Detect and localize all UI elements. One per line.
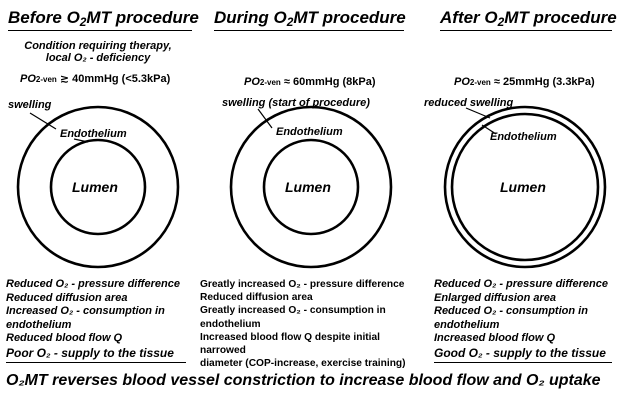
- condition-line-1: Condition requiring therapy,: [24, 40, 172, 52]
- endothelium-label-before: Endothelium: [60, 128, 127, 140]
- pressure-reading-before: PO2-ven ≳ 40mmHg (<5.3kPa): [20, 72, 170, 85]
- title-subscript: 2: [286, 15, 294, 29]
- effect-item: Reduced O₂ - pressure difference: [6, 278, 180, 290]
- pressure-subscript: 2-ven: [469, 78, 491, 87]
- pressure-label: PO: [454, 76, 470, 88]
- lumen-label-during: Lumen: [285, 179, 331, 195]
- effects-list-before: Reduced O₂ - pressure difference Reduced…: [6, 278, 202, 346]
- effect-item: Increased O₂ - consumption in: [6, 305, 165, 317]
- effect-item: Enlarged diffusion area: [434, 291, 557, 304]
- title-underline-before: [8, 30, 192, 31]
- effect-item: Reduced blood flow Q: [6, 332, 123, 344]
- pressure-subscript: 2-ven: [35, 75, 57, 84]
- title-suffix: MT procedure: [293, 8, 406, 27]
- swelling-pointer-after: [465, 107, 491, 119]
- effect-item: Greatly increased O₂ - consumption in: [200, 305, 386, 317]
- effect-item: diameter (COP-increase, exercise trainin…: [200, 358, 406, 370]
- condition-text: Condition requiring therapy, local O₂ - …: [14, 40, 182, 64]
- outcome-before: Poor O₂ - supply to the tissue: [6, 346, 174, 360]
- panel-title-before: Before O2MT procedure: [8, 8, 199, 28]
- pressure-value: ≈ 25mmHg (3.3kPa): [490, 76, 595, 88]
- effect-item: Reduced O₂ - consumption in: [434, 305, 588, 317]
- condition-line-2: local O₂ - deficiency: [45, 52, 151, 64]
- effect-item: Greatly increased O₂ - pressure differen…: [200, 279, 405, 290]
- title-prefix: During O: [214, 8, 287, 27]
- endothelium-pointer-before: [73, 138, 89, 143]
- vessel-lumen-before: [49, 138, 147, 236]
- swelling-label-after: reduced swelling: [424, 97, 514, 109]
- lumen-label-before: Lumen: [72, 179, 118, 195]
- title-subscript: 2: [497, 15, 505, 29]
- title-underline-after: [440, 30, 612, 31]
- vessel-outer-wall-before: [16, 105, 180, 269]
- effect-item: Increased blood flow Q despite initial n…: [200, 331, 381, 357]
- outcome-underline-before: [6, 362, 186, 363]
- endothelium-label-after: Endothelium: [490, 131, 557, 143]
- title-suffix: MT procedure: [86, 8, 199, 27]
- title-subscript: 2: [79, 15, 87, 29]
- title-suffix: MT procedure: [504, 8, 617, 27]
- vessel-outer-wall-during: [229, 105, 393, 269]
- pressure-label: PO: [20, 73, 36, 85]
- swelling-pointer-during: [257, 108, 273, 129]
- vessel-lumen-after: [450, 112, 600, 262]
- effect-item: endothelium: [434, 318, 500, 331]
- effects-list-after: Reduced O₂ - pressure difference Enlarge…: [434, 278, 618, 346]
- outcome-after: Good O₂ - supply to the tissue: [434, 346, 606, 360]
- panel-title-during: During O2MT procedure: [214, 8, 406, 28]
- effect-item: endothelium: [6, 318, 72, 331]
- vessel-lumen-during: [262, 138, 360, 236]
- pressure-reading-during: PO2-ven ≈ 60mmHg (8kPa): [244, 76, 376, 88]
- title-prefix: After O: [440, 8, 498, 27]
- title-underline-during: [214, 30, 404, 31]
- title-prefix: Before O: [8, 8, 80, 27]
- swelling-pointer-before: [29, 112, 57, 130]
- effect-item: endothelium: [200, 318, 261, 330]
- effect-item: Reduced diffusion area: [200, 292, 313, 304]
- pressure-value: ≳ 40mmHg (<5.3kPa): [56, 73, 171, 85]
- lumen-label-after: Lumen: [500, 179, 546, 195]
- outcome-underline-after: [434, 362, 612, 363]
- pressure-reading-after: PO2-ven ≈ 25mmHg (3.3kPa): [454, 76, 595, 88]
- effect-item: Reduced O₂ - pressure difference: [434, 278, 608, 290]
- pressure-value: ≈ 60mmHg (8kPa): [280, 76, 376, 88]
- pressure-subscript: 2-ven: [259, 78, 281, 87]
- endothelium-label-during: Endothelium: [276, 126, 343, 138]
- swelling-label-during: swelling (start of procedure): [222, 97, 370, 109]
- endothelium-pointer-after: [481, 124, 497, 135]
- swelling-label-before: swelling: [8, 99, 52, 111]
- effects-list-during: Greatly increased O₂ - pressure differen…: [200, 278, 422, 370]
- footer-summary: O₂MT reverses blood vessel constriction …: [6, 372, 601, 389]
- pressure-label: PO: [244, 76, 260, 88]
- effect-item: Increased blood flow Q: [434, 332, 556, 344]
- vessel-outer-wall-after: [443, 105, 607, 269]
- effect-item: Reduced diffusion area: [6, 291, 128, 304]
- panel-title-after: After O2MT procedure: [440, 8, 617, 28]
